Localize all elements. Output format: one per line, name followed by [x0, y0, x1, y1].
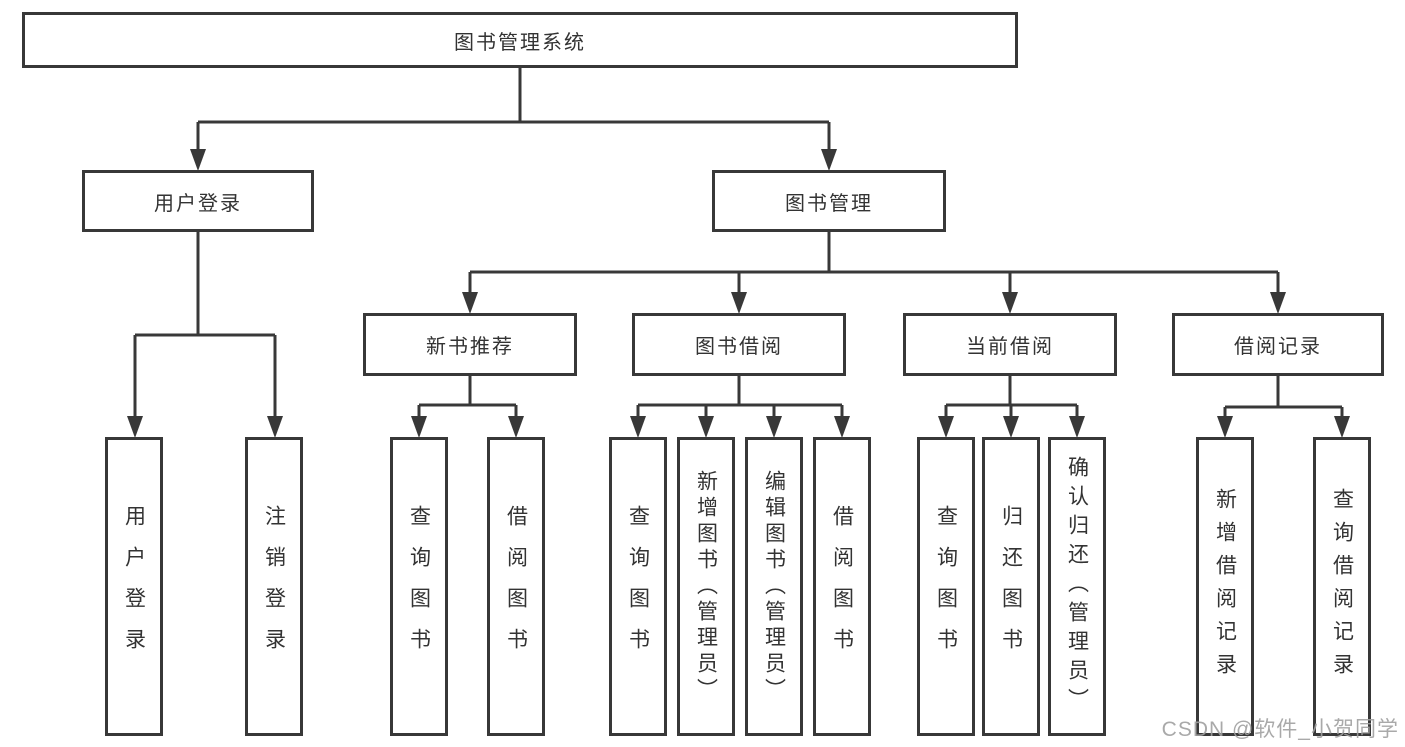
node-label: 图书管理 — [785, 192, 873, 215]
node-label: 编辑图书（管理员） — [762, 469, 786, 704]
node-label: 归还图书 — [999, 504, 1023, 669]
connector-book-management — [468, 232, 1280, 292]
connector-new-book — [417, 376, 518, 416]
node-new-book-recommendation: 新书推荐 — [363, 313, 577, 376]
node-label: 用户登录 — [154, 192, 242, 215]
arrow-icon — [1334, 416, 1350, 438]
arrow-icon — [411, 416, 427, 438]
connector-root — [196, 68, 831, 150]
leaf-return-books: 归还图书 — [982, 437, 1040, 736]
arrow-icon — [698, 416, 714, 438]
arrow-icon — [190, 149, 206, 171]
leaf-query-books-recommend: 查询图书 — [390, 437, 448, 736]
leaf-logout: 注销登录 — [245, 437, 303, 736]
leaf-query-borrow-record: 查询借阅记录 — [1313, 437, 1371, 736]
arrow-icon — [1069, 416, 1085, 438]
arrow-icon — [766, 416, 782, 438]
node-current-borrowing: 当前借阅 — [903, 313, 1117, 376]
node-label: 新增图书（管理员） — [694, 469, 718, 704]
connector-book-borrowing — [636, 376, 844, 416]
leaf-add-borrow-record: 新增借阅记录 — [1196, 437, 1254, 736]
node-label: 用户登录 — [122, 504, 146, 669]
leaf-query-books-borrowing: 查询图书 — [609, 437, 667, 736]
arrow-icon — [508, 416, 524, 438]
node-label: 图书借阅 — [695, 336, 783, 358]
csdn-watermark: CSDN @软件_小贺同学 — [1161, 718, 1399, 741]
node-label: 注销登录 — [262, 504, 286, 669]
arrow-icon — [1003, 416, 1019, 438]
leaf-add-book-admin: 新增图书（管理员） — [677, 437, 735, 736]
arrow-icon — [127, 416, 143, 438]
node-user-login: 用户登录 — [82, 170, 314, 232]
node-label: 查询借阅记录 — [1330, 487, 1354, 686]
node-label: 借阅图书 — [830, 504, 854, 669]
connector-borrowing-records — [1223, 376, 1344, 416]
arrow-icon — [1217, 416, 1233, 438]
arrow-icon — [834, 416, 850, 438]
node-book-management: 图书管理 — [712, 170, 946, 232]
arrow-icon — [630, 416, 646, 438]
node-borrowing-records: 借阅记录 — [1172, 313, 1384, 376]
leaf-confirm-return-admin: 确认归还（管理员） — [1048, 437, 1106, 736]
arrow-icon — [462, 292, 478, 314]
node-label: 借阅记录 — [1234, 336, 1322, 358]
leaf-borrow-books: 借阅图书 — [813, 437, 871, 736]
arrow-icon — [821, 149, 837, 171]
leaf-user-login: 用户登录 — [105, 437, 163, 736]
node-label: 查询图书 — [407, 504, 431, 669]
leaf-edit-book-admin: 编辑图书（管理员） — [745, 437, 803, 736]
node-library-system: 图书管理系统 — [22, 12, 1018, 68]
connector-user-login — [133, 232, 277, 416]
arrowheads — [127, 149, 1350, 438]
arrow-icon — [731, 292, 747, 314]
node-book-borrowing: 图书借阅 — [632, 313, 846, 376]
node-label: 新书推荐 — [426, 336, 514, 358]
arrow-icon — [267, 416, 283, 438]
arrow-icon — [938, 416, 954, 438]
node-label: 图书管理系统 — [454, 31, 586, 54]
node-label: 确认归还（管理员） — [1065, 456, 1089, 717]
node-label: 新增借阅记录 — [1213, 487, 1237, 686]
connector-current-borrowing — [944, 376, 1079, 416]
node-label: 查询图书 — [626, 504, 650, 669]
arrow-icon — [1002, 292, 1018, 314]
arrow-icon — [1270, 292, 1286, 314]
leaf-borrow-books-recommend: 借阅图书 — [487, 437, 545, 736]
node-label: 借阅图书 — [504, 504, 528, 669]
node-label: 查询图书 — [934, 504, 958, 669]
node-label: 当前借阅 — [966, 336, 1054, 358]
leaf-query-books-current: 查询图书 — [917, 437, 975, 736]
